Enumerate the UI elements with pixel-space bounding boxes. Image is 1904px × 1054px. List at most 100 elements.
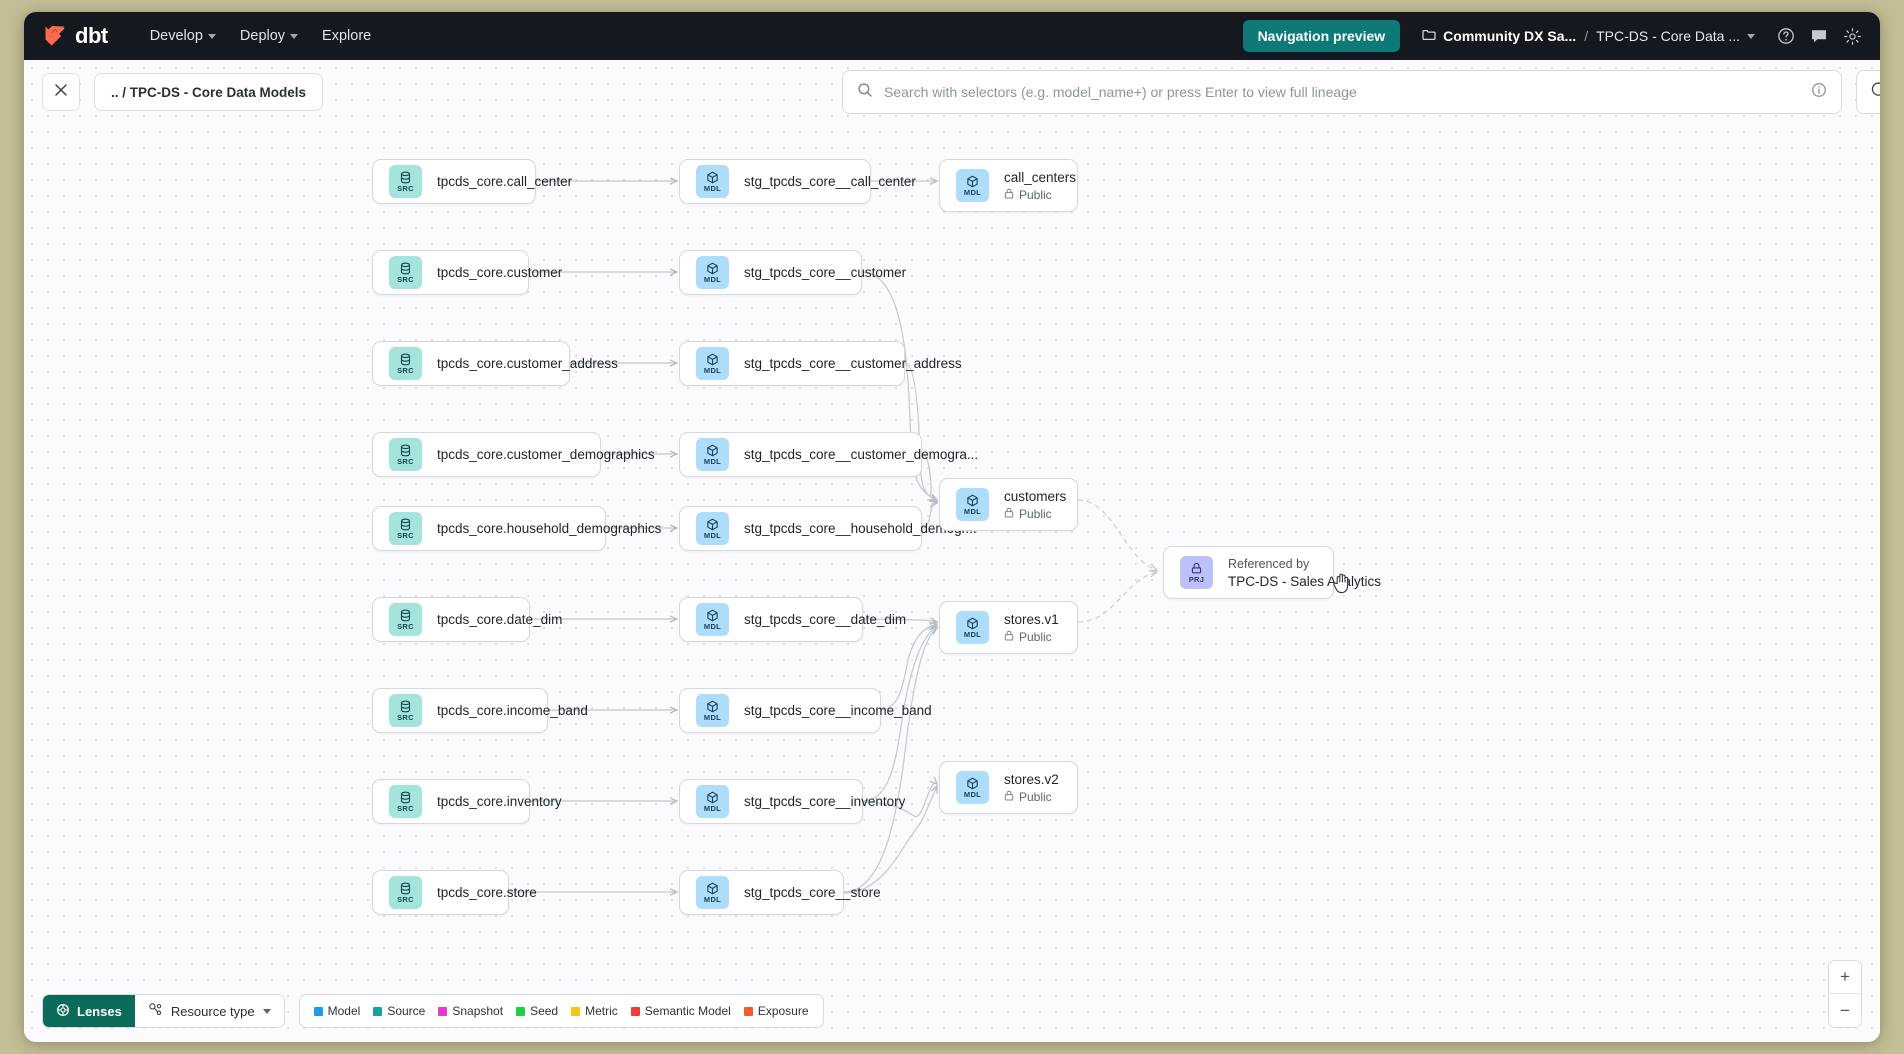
node-text: stg_tpcds_core__call_center	[744, 174, 916, 189]
model-badge-icon: MDL	[696, 165, 729, 198]
lineage-node-model[interactable]: MDL stg_tpcds_core__store	[679, 870, 881, 915]
lineage-node-project[interactable]: PRJ Referenced by TPC-DS - Sales Analyti…	[1163, 546, 1382, 599]
lineage-canvas[interactable]: SRC tpcds_core.call_center SRC tpcds_cor…	[24, 60, 1880, 1042]
lineage-node-source[interactable]: SRC tpcds_core.customer	[372, 250, 562, 295]
lineage-node-model[interactable]: MDL stg_tpcds_core__household_demogr...	[679, 506, 977, 551]
model-badge-icon: MDL	[696, 603, 729, 636]
lineage-node-source[interactable]: SRC tpcds_core.call_center	[372, 159, 572, 204]
node-text: stg_tpcds_core__income_band	[744, 703, 932, 718]
node-title: stg_tpcds_core__income_band	[744, 703, 932, 718]
dbt-explore-window: dbt Develop Deploy Explore Navigation pr…	[24, 12, 1880, 1042]
chevron-down-icon	[262, 1008, 271, 1014]
lineage-node-public-model[interactable]: MDL stores.v2 Public	[939, 761, 1078, 814]
nav-item-develop-label: Develop	[149, 28, 203, 44]
breadcrumb-account[interactable]: Community DX Sa...	[1422, 28, 1576, 44]
help-icon[interactable]	[1777, 27, 1795, 45]
node-title: stg_tpcds_core__store	[744, 885, 881, 900]
node-title: TPC-DS - Sales Analytics	[1228, 573, 1382, 589]
lineage-node-source[interactable]: SRC tpcds_core.date_dim	[372, 597, 562, 642]
legend-swatch-seed	[516, 1006, 526, 1016]
lineage-node-model[interactable]: MDL stg_tpcds_core__customer	[679, 250, 906, 295]
resource-type-dropdown[interactable]: Resource type	[134, 995, 284, 1027]
search-input[interactable]	[884, 84, 1800, 100]
source-badge-icon: SRC	[389, 256, 422, 289]
source-badge-icon: SRC	[389, 347, 422, 380]
lineage-node-source[interactable]: SRC tpcds_core.customer_address	[372, 341, 618, 386]
lineage-node-model[interactable]: MDL stg_tpcds_core__call_center	[679, 159, 916, 204]
close-button[interactable]	[42, 73, 80, 111]
lineage-node-source[interactable]: SRC tpcds_core.household_demographics	[372, 506, 661, 551]
source-badge-label: SRC	[397, 894, 414, 904]
legend-label-seed: Seed	[530, 1004, 559, 1018]
source-badge-icon: SRC	[389, 785, 422, 818]
top-navigation-bar: dbt Develop Deploy Explore Navigation pr…	[24, 12, 1880, 60]
legend-item-model: Model	[313, 1004, 361, 1018]
breadcrumb-project[interactable]: TPC-DS - Core Data ...	[1596, 28, 1755, 44]
lineage-edges	[509, 60, 1880, 1042]
model-badge-label: MDL	[703, 183, 722, 193]
model-badge-icon: MDL	[696, 256, 729, 289]
chevron-down-icon	[1747, 33, 1755, 39]
lineage-node-model[interactable]: MDL stg_tpcds_core__date_dim	[679, 597, 906, 642]
resource-type-legend: Model Source Snapshot Seed Metric Semant…	[298, 994, 824, 1028]
lineage-search-bar[interactable]	[842, 70, 1842, 114]
lenses-button[interactable]: Lenses	[43, 995, 135, 1027]
lineage-node-source[interactable]: SRC tpcds_core.income_band	[372, 688, 588, 733]
node-title: stg_tpcds_core__inventory	[744, 794, 906, 809]
legend-swatch-snapshot	[438, 1006, 448, 1016]
refresh-button[interactable]	[1856, 70, 1880, 114]
lineage-node-source[interactable]: SRC tpcds_core.store	[372, 870, 537, 915]
node-title: tpcds_core.customer_address	[437, 356, 618, 371]
navigation-preview-button[interactable]: Navigation preview	[1242, 20, 1401, 52]
node-text: stg_tpcds_core__customer_address	[744, 356, 962, 371]
legend-item-semantic-model: Semantic Model	[630, 1004, 731, 1018]
nav-item-develop[interactable]: Develop	[138, 22, 228, 50]
breadcrumb: Community DX Sa... / TPC-DS - Core Data …	[1422, 28, 1755, 44]
zoom-out-button[interactable]: −	[1829, 994, 1861, 1027]
source-badge-label: SRC	[397, 274, 414, 284]
lock-icon	[1004, 188, 1014, 202]
legend-swatch-exposure	[743, 1006, 753, 1016]
lineage-node-model[interactable]: MDL stg_tpcds_core__customer_address	[679, 341, 962, 386]
lineage-node-model[interactable]: MDL stg_tpcds_core__income_band	[679, 688, 932, 733]
settings-icon[interactable]	[1843, 27, 1862, 46]
lineage-breadcrumb[interactable]: .. / TPC-DS - Core Data Models	[94, 73, 324, 111]
lineage-node-source[interactable]: SRC tpcds_core.customer_demographics	[372, 432, 655, 477]
model-badge-label: MDL	[963, 187, 982, 197]
nav-item-deploy[interactable]: Deploy	[228, 22, 310, 50]
lineage-node-public-model[interactable]: MDL call_centers Public	[939, 159, 1078, 212]
source-badge-label: SRC	[397, 803, 414, 813]
node-access-label: Public	[1019, 789, 1052, 804]
node-text: stg_tpcds_core__customer_demogra...	[744, 447, 978, 462]
legend-label-model: Model	[327, 1004, 361, 1018]
lineage-node-public-model[interactable]: MDL stores.v1 Public	[939, 601, 1078, 654]
lineage-node-model[interactable]: MDL stg_tpcds_core__inventory	[679, 779, 906, 824]
model-badge-label: MDL	[703, 712, 722, 722]
close-icon	[54, 83, 68, 102]
info-icon[interactable]	[1811, 82, 1827, 103]
zoom-in-button[interactable]: +	[1829, 961, 1861, 994]
node-text: stg_tpcds_core__household_demogr...	[744, 521, 977, 536]
lineage-node-source[interactable]: SRC tpcds_core.inventory	[372, 779, 562, 824]
source-badge-icon: SRC	[389, 165, 422, 198]
lineage-node-public-model[interactable]: MDL customers Public	[939, 478, 1078, 531]
source-badge-label: SRC	[397, 456, 414, 466]
model-badge-icon: MDL	[696, 438, 729, 471]
legend-label-snapshot: Snapshot	[452, 1004, 504, 1018]
model-badge-icon: MDL	[956, 771, 989, 804]
model-badge-label: MDL	[703, 456, 722, 466]
lineage-node-model[interactable]: MDL stg_tpcds_core__customer_demogra...	[679, 432, 978, 477]
nav-item-explore[interactable]: Explore	[310, 22, 383, 50]
source-badge-icon: SRC	[389, 694, 422, 727]
node-text: call_centers Public	[1004, 170, 1076, 202]
legend-item-metric: Metric	[571, 1004, 618, 1018]
node-title: stores.v1	[1004, 611, 1059, 627]
legend-label-semantic-model: Semantic Model	[644, 1004, 731, 1018]
lock-icon	[1004, 507, 1014, 521]
nav-item-deploy-label: Deploy	[239, 28, 286, 44]
feedback-icon[interactable]	[1810, 27, 1828, 45]
dbt-logo[interactable]: dbt	[42, 23, 108, 49]
node-text: tpcds_core.customer	[437, 265, 562, 280]
lenses-button-label: Lenses	[77, 1003, 122, 1019]
legend-swatch-metric	[571, 1006, 581, 1016]
